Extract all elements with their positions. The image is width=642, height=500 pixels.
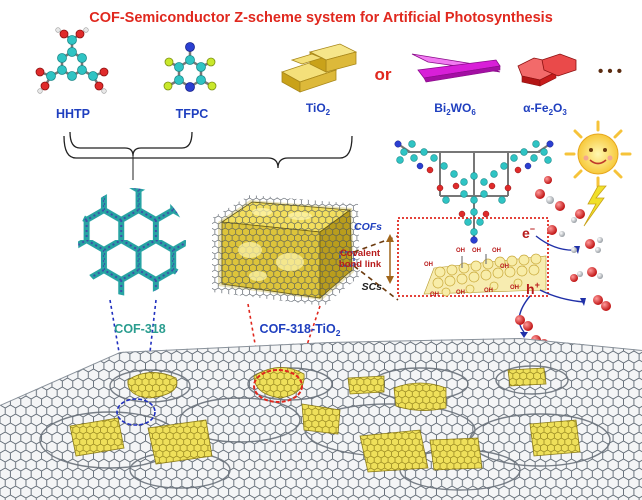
svg-text:OH: OH [500,264,509,270]
more-dots: • • • [598,63,622,80]
tio2-particles [69,367,581,473]
tio2-label: TiO2 [306,101,331,117]
semiconductor-lattice [423,253,547,297]
hhtp-label: HHTP [56,107,90,121]
fe2o3-crystals [517,53,577,87]
zoom-circle-cof318 [116,398,156,426]
svg-text:OH: OH [424,262,433,268]
tio2-crystals [281,43,358,93]
zoom-circle-cof318-tio2 [253,369,303,403]
cofs-label: COFs [354,221,382,233]
bi2wo6-sheets [411,53,501,83]
cof-molecule [394,140,554,244]
sun-icon [564,120,632,188]
lightning-icon [583,185,607,227]
tfpc-label: TFPC [176,107,209,121]
electron-label: e− [522,224,535,241]
svg-text:OH: OH [510,285,519,291]
scs-label: SCs [362,281,383,293]
covalent-label-line1: Covalent [340,248,381,259]
hhtp-molecule [35,27,109,94]
cof318-framework [70,180,194,304]
cof318-tio2-label: COF-318-TiO2 [260,322,341,338]
svg-text:OH: OH [456,290,465,296]
cof318-tio2-block [212,195,360,306]
tfpc-molecule [163,42,217,92]
or-label: or [375,65,392,84]
covalent-arrow [386,234,394,284]
graphene-sheet [0,338,642,500]
cof318-label: COF-318 [114,322,165,336]
covalent-label-line2: bond link [339,259,382,270]
bi2wo6-label: Bi2WO6 [434,101,476,117]
svg-text:OH: OH [484,288,493,294]
svg-text:OH: OH [492,248,501,254]
svg-text:OH: OH [472,248,481,254]
oh-labels: OH OH OH OH OH OH OH OH OH [424,248,519,298]
combination-brackets [63,131,353,169]
hole-label: h+ [526,280,540,297]
fe2o3-label: α-Fe2O3 [523,101,567,117]
interface-box [397,217,549,297]
arrow-head-2 [580,298,586,306]
svg-text:OH: OH [456,248,465,254]
arrow-head-3 [520,332,528,338]
figure-title: COF-Semiconductor Z-scheme system for Ar… [89,10,553,26]
svg-text:OH: OH [430,292,439,298]
